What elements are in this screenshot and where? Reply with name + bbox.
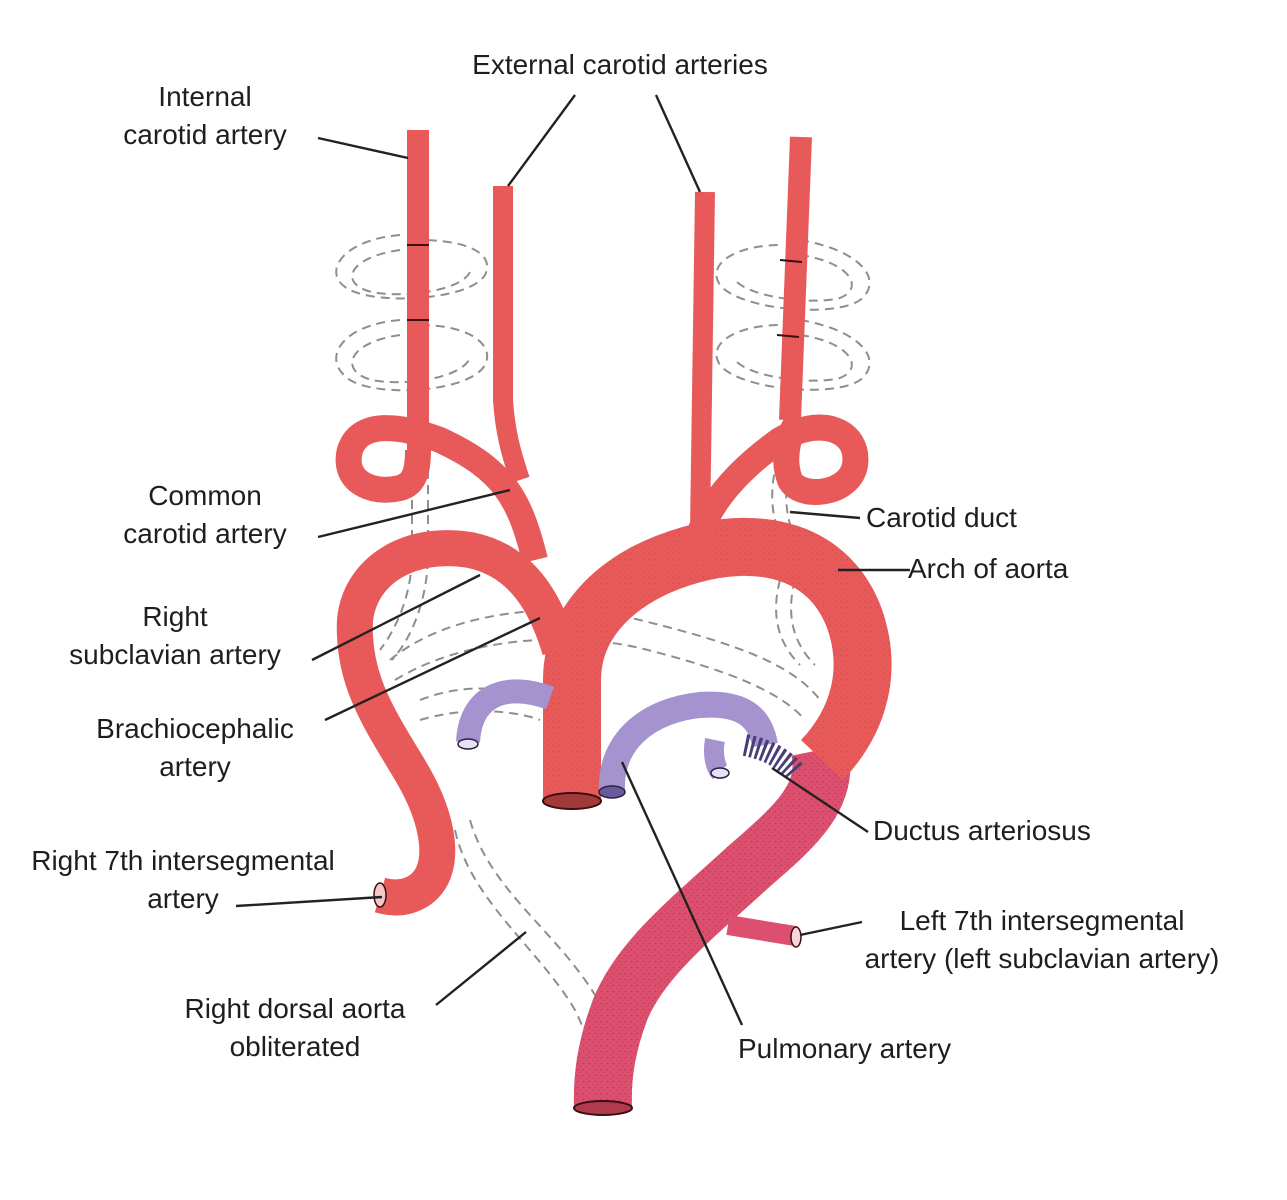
label-pulmonary-artery-text: Pulmonary artery [738, 1033, 952, 1064]
left-subclavian-artery [726, 915, 802, 948]
label-brachiocephalic: Brachiocephalic artery [70, 710, 320, 786]
right-internal-carotid [407, 130, 429, 455]
label-left-7th-line2: artery (left subclavian artery) [864, 943, 1220, 974]
label-arch-of-aorta: Arch of aorta [908, 550, 1168, 588]
leader-lines [235, 94, 910, 1026]
label-right-subclavian-line2: subclavian artery [69, 639, 281, 670]
label-ductus-arteriosus-text: Ductus arteriosus [873, 815, 1091, 846]
label-common-carotid-line2: carotid artery [123, 518, 287, 549]
label-carotid-duct: Carotid duct [866, 499, 1126, 537]
label-common-carotid-line1: Common [148, 480, 262, 511]
label-external-carotid-text: External carotid arteries [472, 49, 768, 80]
label-right-subclavian: Right subclavian artery [40, 598, 310, 674]
label-right-7th-line2: artery [147, 883, 219, 914]
brachiocephalic-artery [335, 186, 578, 916]
label-arch-of-aorta-text: Arch of aorta [908, 553, 1069, 584]
descending-aorta [573, 744, 851, 1116]
label-right-dorsal-aorta-line1: Right dorsal aorta [184, 993, 406, 1024]
label-right-7th-intersegmental: Right 7th intersegmental artery [0, 842, 366, 918]
label-right-dorsal-aorta: Right dorsal aorta obliterated [150, 990, 440, 1066]
label-brachiocephalic-line1: Brachiocephalic [96, 713, 294, 744]
descending-aorta-lumen [573, 1100, 633, 1116]
label-common-carotid: Common carotid artery [90, 477, 320, 553]
label-left-7th-line1: Left 7th intersegmental [899, 905, 1185, 936]
label-right-7th-line1: Right 7th intersegmental [31, 845, 335, 876]
ductus-arteriosus-vessel [742, 734, 804, 780]
label-ductus-arteriosus: Ductus arteriosus [873, 812, 1173, 850]
aortic-root-lumen [542, 792, 602, 810]
label-internal-carotid: Internal carotid artery [90, 78, 320, 154]
aorta [542, 517, 892, 810]
label-brachiocephalic-line2: artery [159, 751, 231, 782]
label-right-dorsal-aorta-line2: obliterated [229, 1031, 361, 1062]
left-carotid-arteries [677, 136, 869, 565]
label-right-subclavian-line1: Right [142, 601, 208, 632]
label-left-7th-intersegmental: Left 7th intersegmental artery (left sub… [822, 902, 1262, 978]
pulmonary-arteries [456, 679, 804, 799]
label-external-carotid: External carotid arteries [420, 46, 820, 84]
label-carotid-duct-text: Carotid duct [866, 502, 1017, 533]
label-internal-carotid-line1: Internal [158, 81, 252, 112]
label-pulmonary-artery: Pulmonary artery [738, 1030, 1038, 1068]
label-internal-carotid-line2: carotid artery [123, 119, 287, 150]
